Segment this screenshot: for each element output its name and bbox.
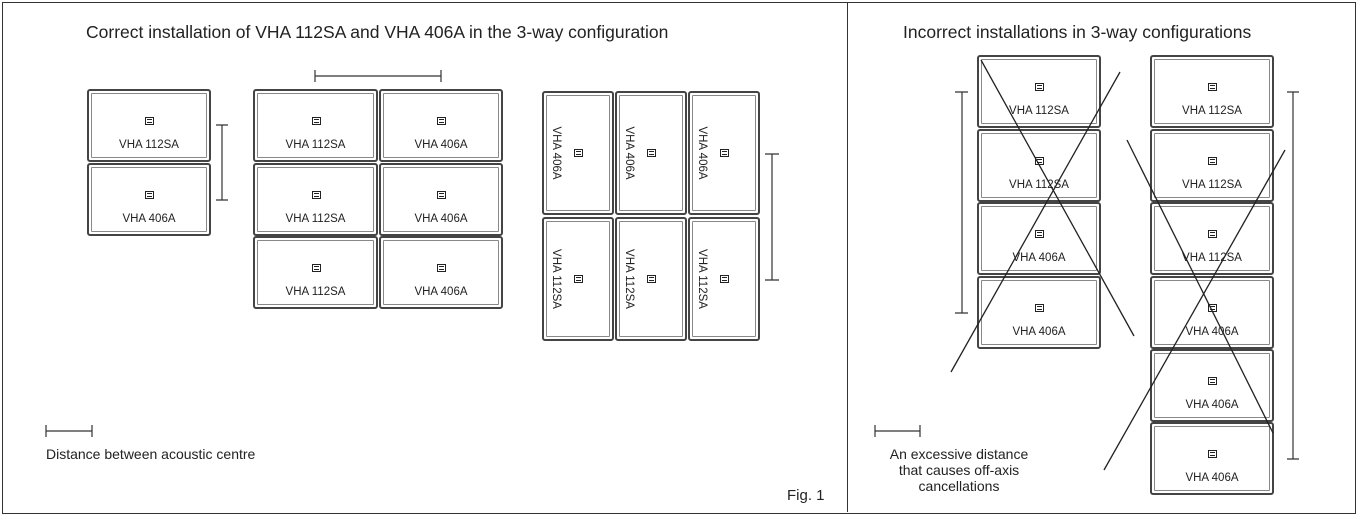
cabinet-label: VHA 406A bbox=[122, 213, 176, 225]
distance-marker bbox=[765, 153, 779, 281]
cabinet-label: VHA 406A bbox=[1185, 399, 1239, 411]
cabinet-label: VHA 112SA bbox=[285, 213, 346, 225]
cabinet-label: VHA 406A bbox=[1185, 326, 1239, 338]
legend-line: that causes off-axis bbox=[898, 462, 1020, 478]
distance-legend-marker bbox=[874, 425, 921, 437]
distance-marker bbox=[955, 91, 968, 314]
cabinet-vha-406a: VHA 406A bbox=[87, 163, 211, 236]
cabinet-label: VHA 112SA bbox=[285, 139, 346, 151]
cabinet-label: VHA 112SA bbox=[696, 249, 708, 309]
cabinet-label: VHA 406A bbox=[1012, 252, 1066, 264]
cabinet-label: VHA 406A bbox=[414, 286, 468, 298]
cabinet-vha-112sa: VHA 112SA bbox=[615, 217, 687, 341]
cross-out-line bbox=[950, 71, 1121, 373]
correct-installation-title: Correct installation of VHA 112SA and VH… bbox=[86, 22, 669, 42]
cabinet-vha-406a: VHA 406A bbox=[1150, 349, 1274, 422]
cabinet-vha-112sa: VHA 112SA bbox=[253, 236, 378, 309]
cabinet-label: VHA 112SA bbox=[285, 286, 346, 298]
cabinet-label: VHA 112SA bbox=[623, 249, 635, 309]
cabinet-label: VHA 406A bbox=[696, 126, 708, 180]
cabinet-label: VHA 406A bbox=[414, 139, 468, 151]
cabinet-label: VHA 406A bbox=[623, 126, 635, 180]
distance-legend-text: Distance between acoustic centre bbox=[46, 446, 256, 462]
cabinet-label: VHA 112SA bbox=[1182, 179, 1242, 191]
cabinet-vha-406a: VHA 406A bbox=[379, 163, 503, 236]
cabinet-vha-112sa: VHA 112SA bbox=[688, 217, 760, 341]
cabinet-vha-112sa: VHA 112SA bbox=[87, 89, 211, 162]
cabinet-label: VHA 112SA bbox=[550, 249, 562, 309]
cross-out-line bbox=[980, 59, 1135, 337]
cabinet-vha-112sa: VHA 112SA bbox=[1150, 129, 1274, 202]
cabinet-vha-112sa: VHA 112SA bbox=[542, 217, 614, 341]
cross-out-line bbox=[1103, 149, 1286, 471]
panel-divider bbox=[847, 2, 848, 512]
excessive-distance-legend: An excessive distance that causes off-ax… bbox=[874, 446, 1044, 494]
figure-label: Fig. 1 bbox=[787, 487, 825, 504]
cabinet-vha-112sa: VHA 112SA bbox=[253, 163, 378, 236]
cabinet-vha-406a: VHA 406A bbox=[1150, 422, 1274, 495]
cabinet-label: VHA 406A bbox=[550, 126, 562, 180]
cabinet-vha-112sa: VHA 112SA bbox=[253, 89, 378, 162]
distance-marker bbox=[216, 124, 228, 201]
cabinet-label: VHA 112SA bbox=[1009, 179, 1069, 191]
cabinet-vha-406a: VHA 406A bbox=[379, 236, 503, 309]
cabinet-label: VHA 112SA bbox=[119, 139, 179, 151]
cabinet-vha-406a: VHA 406A bbox=[615, 91, 687, 215]
distance-legend-marker bbox=[45, 425, 93, 437]
cabinet-label: VHA 112SA bbox=[1009, 105, 1069, 117]
cabinet-vha-406a: VHA 406A bbox=[542, 91, 614, 215]
incorrect-installation-title: Incorrect installations in 3-way configu… bbox=[903, 22, 1252, 42]
cabinet-label: VHA 112SA bbox=[1182, 105, 1242, 117]
cabinet-vha-406a: VHA 406A bbox=[688, 91, 760, 215]
cabinet-label: VHA 112SA bbox=[1182, 252, 1242, 264]
legend-line: An excessive distance bbox=[889, 446, 1029, 462]
cabinet-label: VHA 406A bbox=[414, 213, 468, 225]
distance-marker bbox=[314, 70, 442, 82]
cabinet-vha-112sa: VHA 112SA bbox=[1150, 202, 1274, 275]
cabinet-label: VHA 406A bbox=[1012, 326, 1066, 338]
distance-marker bbox=[1287, 91, 1299, 460]
cabinet-vha-112sa: VHA 112SA bbox=[1150, 55, 1274, 128]
cabinet-vha-112sa: VHA 112SA bbox=[977, 55, 1101, 128]
cabinet-label: VHA 406A bbox=[1185, 472, 1239, 484]
cross-out-line bbox=[1126, 139, 1274, 434]
legend-line: cancellations bbox=[918, 478, 1000, 494]
cabinet-vha-406a: VHA 406A bbox=[379, 89, 503, 162]
